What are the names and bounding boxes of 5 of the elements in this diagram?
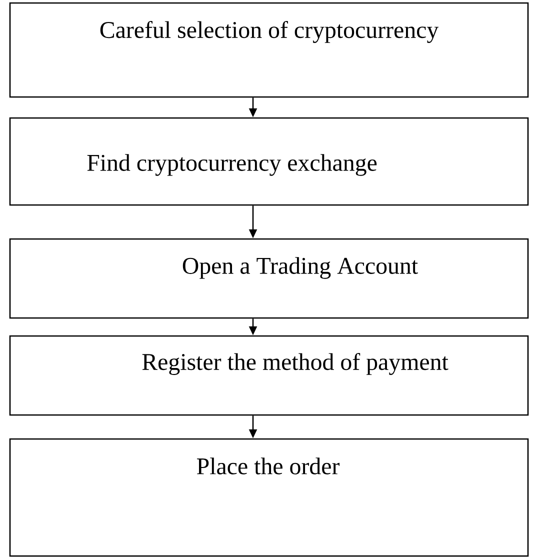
process-box: Careful selection of cryptocurrency: [9, 2, 529, 98]
process-box: Find cryptocurrency exchange: [9, 117, 529, 206]
process-box: Register the method of payment: [9, 335, 529, 416]
process-box: Open a Trading Account: [9, 238, 529, 319]
process-box: Place the order: [9, 438, 529, 557]
